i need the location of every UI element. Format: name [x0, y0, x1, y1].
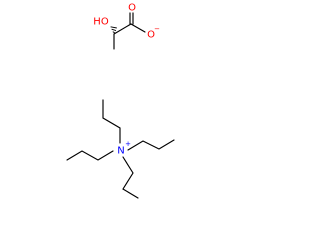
nitrogen-label: N — [117, 146, 124, 157]
anion-charge-label: − — [154, 25, 160, 33]
bond-c2-c1 — [113, 23, 132, 35]
tetrabutylammonium-cation: N + — [66, 99, 175, 199]
anion-oxygen-label: O — [147, 30, 155, 41]
carbonyl-oxygen-label: O — [128, 3, 136, 14]
butyl-chain-lower — [122, 156, 139, 199]
chemical-structure-drawing: HO O O − N + — [66, 3, 175, 199]
butyl-chain-left — [66, 150, 114, 161]
lactate-anion: HO O O − — [93, 3, 160, 50]
butyl-chain-right — [127, 139, 175, 151]
nitrogen-charge-label: + — [125, 140, 131, 148]
hydroxyl-label: HO — [93, 17, 109, 28]
bond-c1-anion-o — [130, 23, 146, 33]
butyl-chain-upper — [102, 99, 121, 144]
